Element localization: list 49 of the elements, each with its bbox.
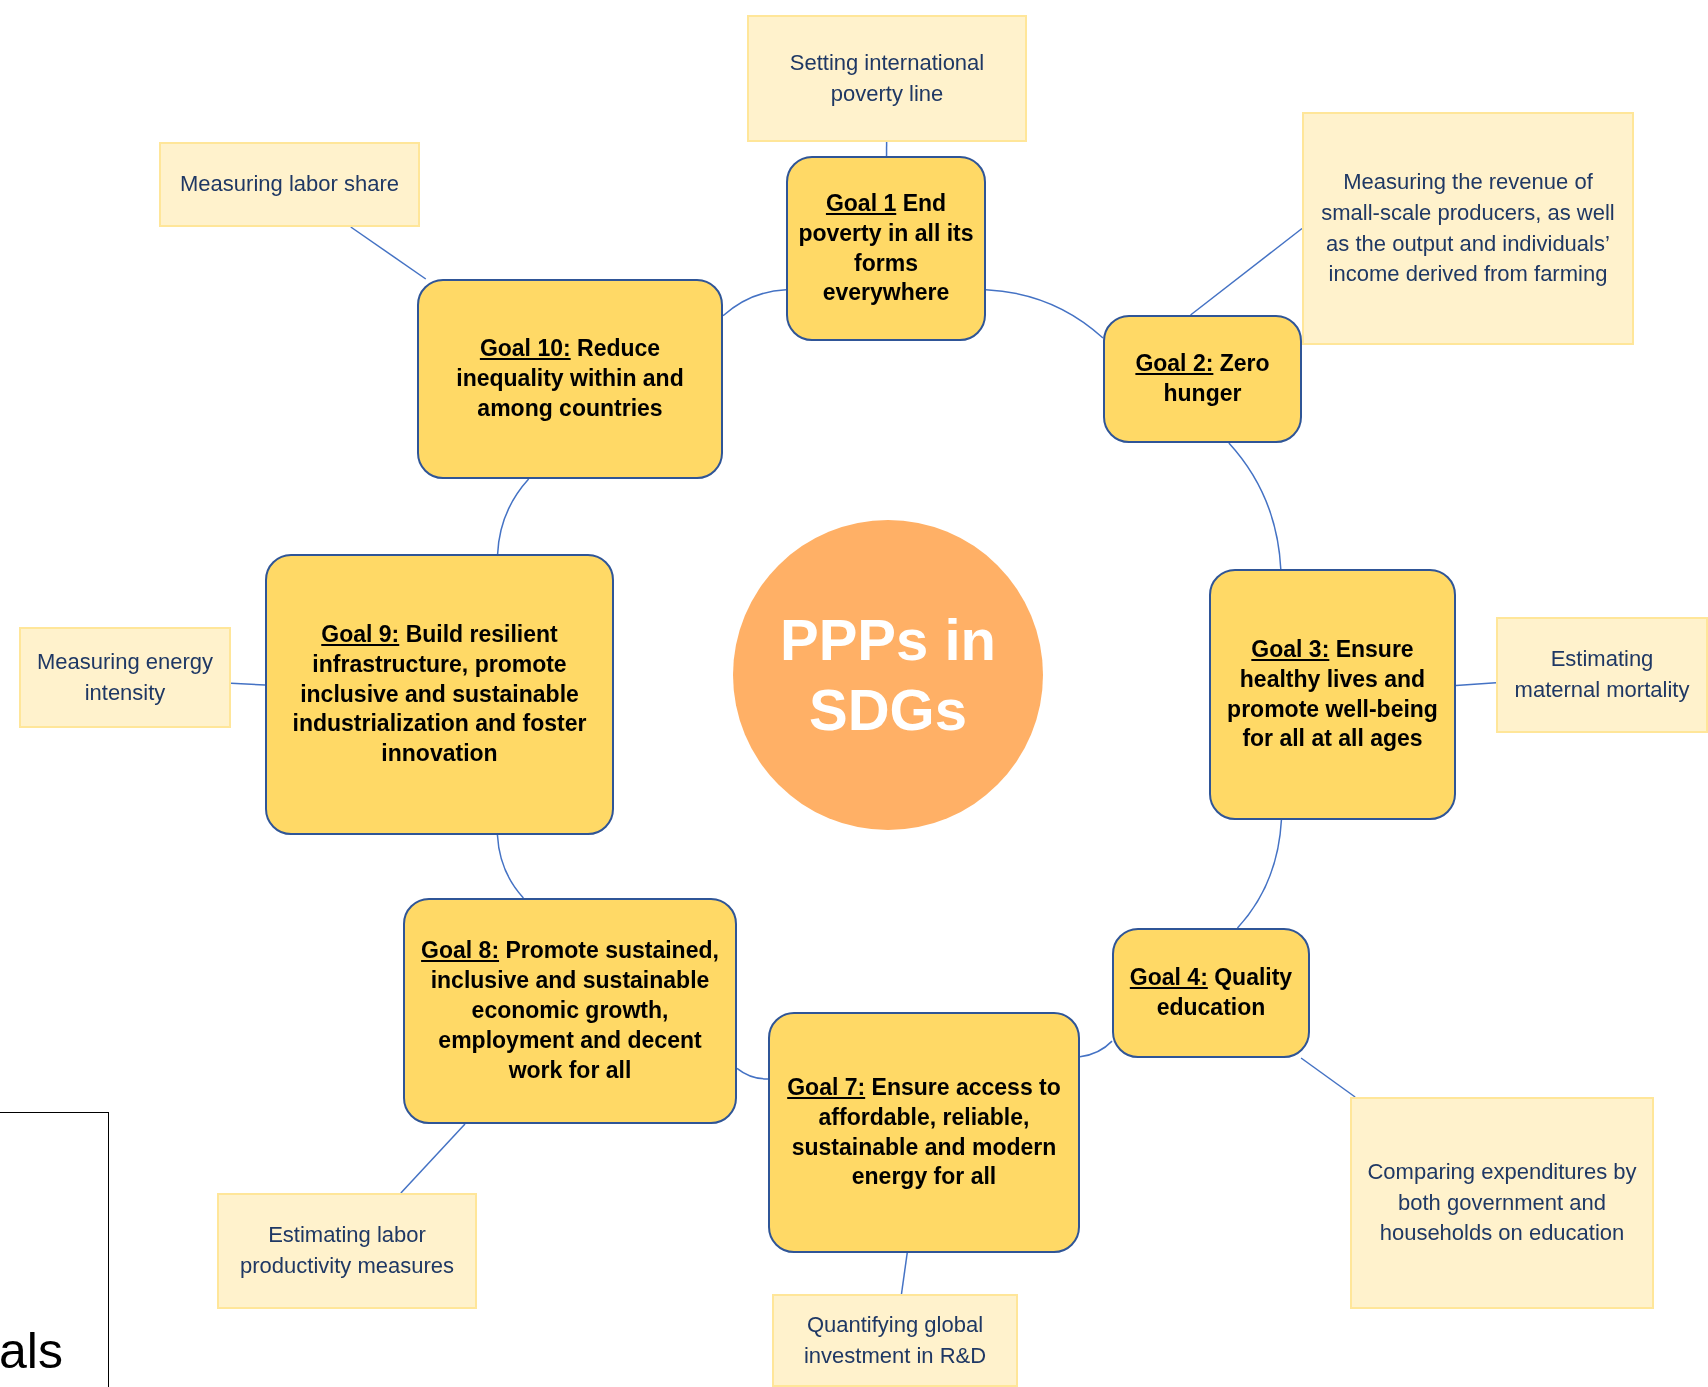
connector-line: [1079, 1040, 1113, 1058]
goal-text: Goal 3: Ensure healthy lives and promote well-being for all at all ages: [1226, 634, 1439, 754]
note-box: [747, 15, 1027, 142]
note-box: [772, 1294, 1018, 1387]
connector-line: [1236, 819, 1283, 929]
leader-line: [1300, 1057, 1356, 1098]
leader-line: [350, 226, 427, 280]
note-box: [217, 1193, 477, 1309]
connector-line: [736, 1067, 769, 1080]
goal-box: [403, 898, 737, 1124]
goal-box: [1209, 569, 1456, 820]
goal-box: [1103, 315, 1302, 443]
note-box: [1302, 112, 1634, 345]
leader-line: [900, 1252, 908, 1295]
note-text: Comparing expenditures by both government and households on education: [1366, 1157, 1638, 1248]
note-text: Measuring the revenue of small-scale producers, as well as the output and individuals’ income derived from farming: [1320, 167, 1616, 289]
leader-line: [1455, 681, 1497, 687]
goal-text: Goal 4: Quality education: [1128, 963, 1294, 1022]
goal-text: Goal 7: Ensure access to affordable, reliable, sustainable and modern energy for all: [786, 1072, 1062, 1192]
center-title: PPPs in SDGs: [779, 606, 997, 744]
panel-text: als: [0, 1326, 63, 1376]
connector-line: [722, 289, 787, 317]
goal-box: [786, 156, 986, 341]
note-text: Estimating labor productivity measures: [239, 1221, 455, 1280]
goal-box: [768, 1012, 1080, 1253]
leader-line: [400, 1123, 466, 1194]
note-text: Measuring energy intensity: [35, 647, 215, 707]
note-text: Measuring labor share: [180, 170, 399, 199]
goal-text: Goal 9: Build resilient infrastructure, promote inclusive and sustainable industrialization and foster innovation: [291, 619, 588, 769]
leader-line: [1189, 227, 1303, 316]
note-box: [1496, 617, 1708, 733]
note-text: Setting international poverty line: [788, 48, 986, 108]
goal-text: Goal 1 End poverty in all its forms everywhere: [798, 188, 974, 308]
note-box: [1350, 1097, 1654, 1309]
connector-line: [1228, 442, 1282, 570]
connector-line: [496, 478, 530, 555]
goal-box: [265, 554, 614, 835]
connector-line: [496, 834, 525, 899]
note-box: [19, 627, 231, 728]
goal-box: [1112, 928, 1310, 1058]
goal-text: Goal 10: Reduce inequality within and among countries: [455, 334, 685, 423]
note-box: [159, 142, 420, 227]
goal-text: Goal 2: Zero hunger: [1134, 349, 1271, 408]
goal-text: Goal 8: Promote sustained, inclusive and sustainable economic growth, employment and decent work for all: [420, 936, 720, 1085]
connector-line: [985, 289, 1104, 339]
leader-line: [230, 682, 266, 686]
note-text: Estimating maternal mortality: [1513, 645, 1691, 704]
goal-box: [417, 279, 723, 479]
note-text: Quantifying global investment in R&D: [802, 1310, 988, 1370]
